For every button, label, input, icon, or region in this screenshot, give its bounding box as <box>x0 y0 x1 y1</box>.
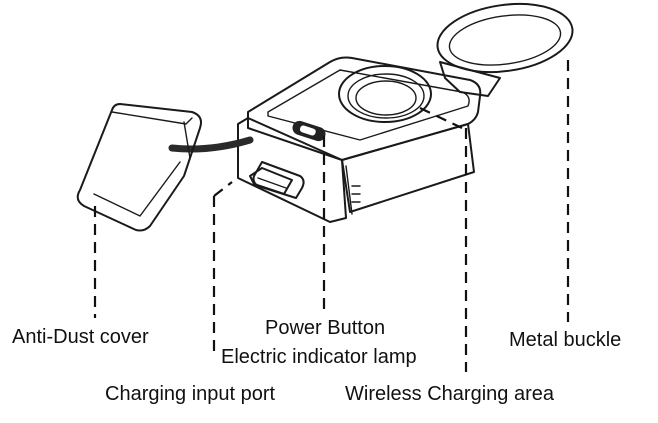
metal-buckle <box>436 2 574 97</box>
charging-input-port-label: Charging input port <box>105 383 276 405</box>
electric-indicator-lamp-label: Electric indicator lamp <box>221 346 417 368</box>
charger-body <box>237 56 482 223</box>
power-button-illustration <box>292 120 326 142</box>
usb-c-plug <box>249 161 305 199</box>
anti-dust-cover <box>76 103 202 232</box>
power-button-label: Power Button <box>265 317 386 339</box>
leader-lines <box>93 60 570 372</box>
wireless-charging-area-label: Wireless Charging area <box>345 383 554 405</box>
anti-dust-cover-label: Anti-Dust cover <box>12 326 149 348</box>
metal-buckle-label: Metal buckle <box>509 329 622 351</box>
wireless-charging-pad <box>338 65 432 123</box>
tether-cable <box>168 136 254 153</box>
